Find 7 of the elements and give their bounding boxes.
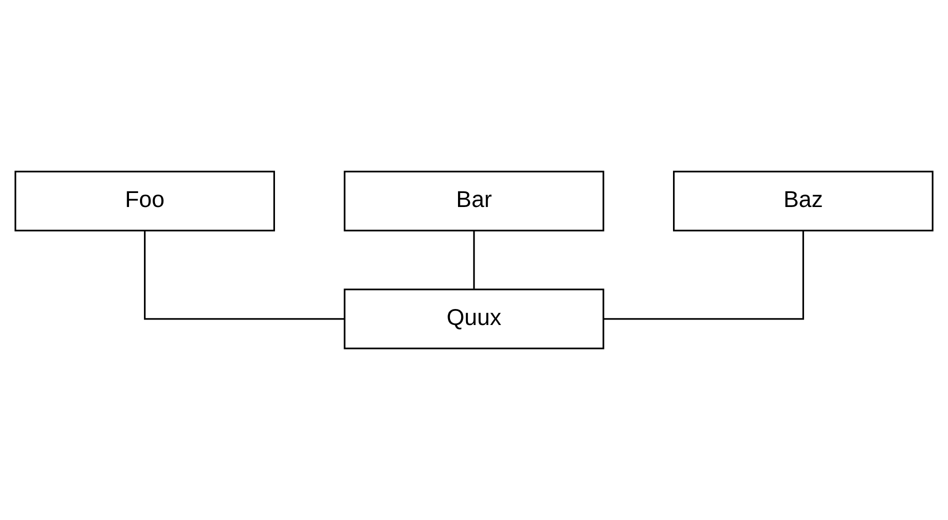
- connector: [473, 230, 475, 289]
- node-box: Baz: [673, 170, 934, 232]
- node-box: Quux: [344, 288, 604, 350]
- connector: [144, 230, 344, 320]
- connector: [604, 230, 804, 320]
- node-box: Foo: [14, 170, 275, 232]
- node-box: Bar: [344, 170, 604, 232]
